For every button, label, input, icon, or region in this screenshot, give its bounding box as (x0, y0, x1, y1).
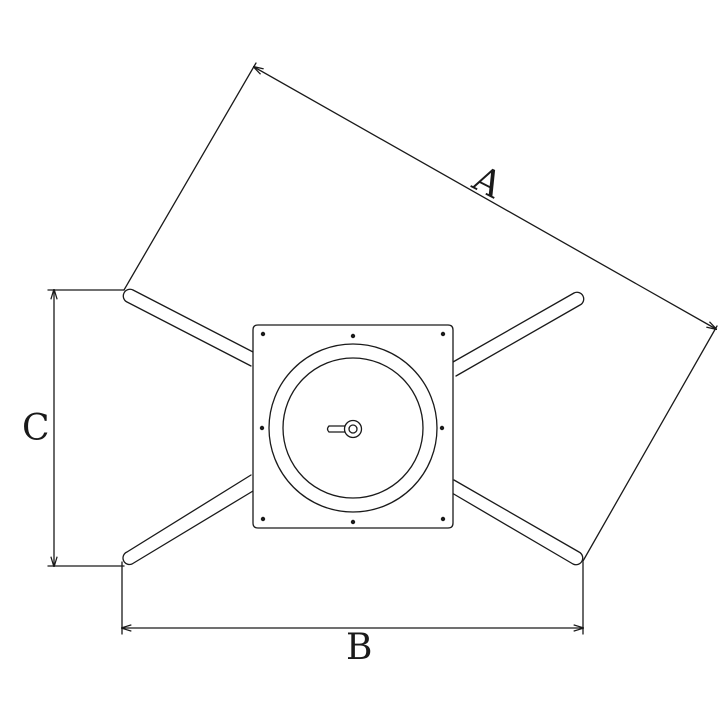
bolt-hole (439, 425, 445, 431)
bolt-hole (440, 516, 446, 522)
leg-upper-right (452, 291, 585, 377)
dimension-label-c: C (22, 408, 50, 449)
bolt-hole (260, 516, 266, 522)
bolt-hole (350, 519, 356, 525)
bolt-hole (259, 425, 265, 431)
extension-line-a-right (582, 325, 718, 562)
leg-lower-left (122, 474, 254, 566)
outer-ring (268, 343, 438, 513)
dimension-line-a (254, 67, 716, 329)
bolt-holes (259, 331, 446, 525)
dimension-c (47, 290, 125, 566)
bolt-hole (350, 333, 356, 339)
dimension-a (123, 62, 718, 562)
dimension-label-b: B (346, 627, 373, 668)
bolt-hole (440, 331, 446, 337)
leg-lower-right (451, 479, 584, 566)
legs (122, 288, 585, 566)
leg-upper-left (122, 288, 256, 367)
swivel-rings (268, 343, 438, 513)
bolt-hole (260, 331, 266, 337)
inner-ring (282, 357, 424, 499)
extension-line-a-left (123, 62, 257, 291)
dimension-b (122, 561, 583, 635)
center-knob (326, 419, 363, 439)
